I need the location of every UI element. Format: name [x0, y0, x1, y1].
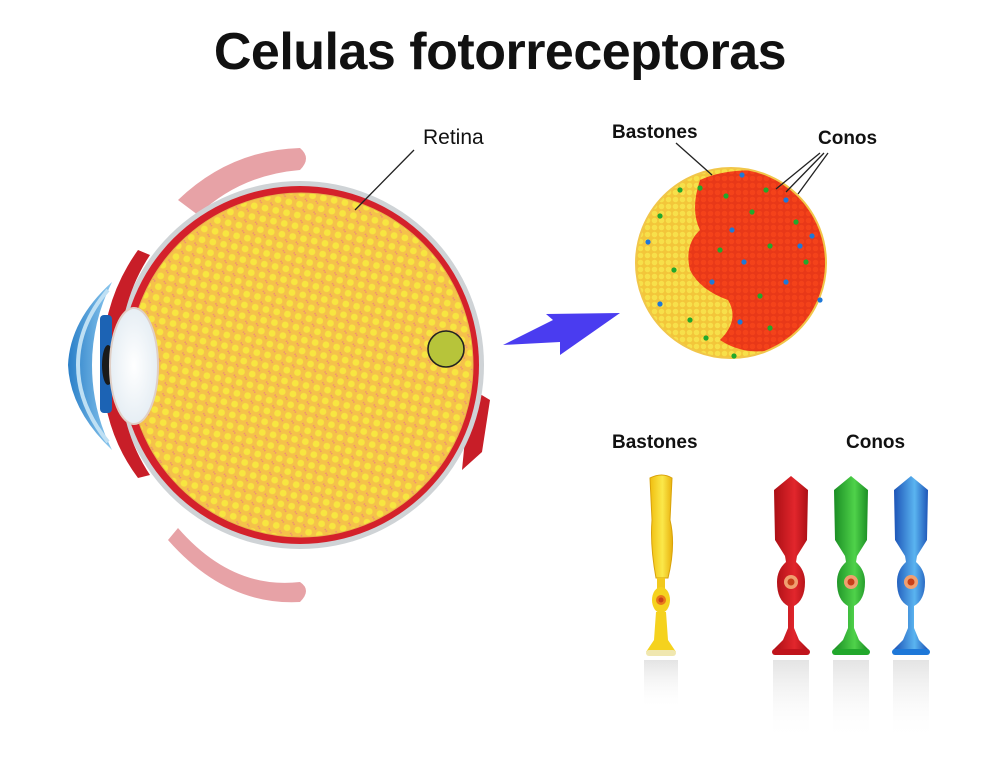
green-cone-cell — [832, 476, 870, 740]
cone-dot — [657, 213, 663, 219]
cone-dot — [749, 209, 755, 215]
cone-dot — [731, 353, 737, 359]
cone-dot — [797, 243, 803, 249]
cone-dot — [767, 243, 773, 249]
macula-highlight — [427, 330, 465, 368]
red-cone-cell — [772, 476, 810, 740]
cones-leader-line-2 — [785, 152, 825, 193]
cone-dot — [717, 247, 723, 253]
cone-dot — [729, 227, 735, 233]
rods-label-detail: Bastones — [612, 122, 698, 143]
cone-dot — [677, 187, 683, 193]
cone-cells — [772, 476, 930, 740]
eyeball — [68, 148, 490, 603]
diagram-title: Celulas fotorreceptoras — [213, 23, 787, 81]
cones-leader-line-3 — [797, 152, 829, 195]
cone-dot — [739, 172, 745, 178]
rods-leader-line — [675, 142, 713, 176]
ciliary-body — [102, 250, 150, 478]
retina-leader-line — [354, 149, 415, 211]
cone-dot — [763, 187, 769, 193]
cone-dot — [687, 317, 693, 323]
retina — [129, 193, 473, 537]
cone-dot — [809, 233, 815, 239]
colored-cone-dots — [645, 172, 823, 359]
cone-region — [688, 170, 825, 352]
cones-label-detail: Conos — [818, 128, 878, 149]
upper-muscle — [178, 148, 306, 215]
cone-dot — [697, 185, 703, 191]
cone-dot — [671, 267, 677, 273]
lens — [109, 307, 159, 425]
cone-dot — [723, 193, 729, 199]
cone-dot — [793, 219, 799, 225]
cone-dot — [803, 259, 809, 265]
cone-dot — [757, 293, 763, 299]
cone-dot — [767, 325, 773, 331]
cone-dot — [737, 319, 743, 325]
cone-dot — [817, 297, 823, 303]
cone-dot — [709, 279, 715, 285]
blue-cone-cell — [892, 476, 930, 740]
rod-cell — [644, 474, 678, 710]
cone-dot — [741, 259, 747, 265]
retina-label: Retina — [423, 126, 484, 149]
cone-dot — [703, 335, 709, 341]
cone-dot — [657, 301, 663, 307]
lower-muscle — [168, 528, 306, 603]
cones-leader-line-1 — [775, 152, 821, 190]
rods-label-cell: Bastones — [612, 432, 698, 453]
cornea — [68, 282, 112, 450]
cone-dot — [783, 279, 789, 285]
magnify-arrow — [503, 313, 620, 355]
retina-detail-circle — [635, 167, 827, 359]
cone-dot — [783, 197, 789, 203]
cones-label-cell: Conos — [846, 432, 906, 453]
cone-dot — [645, 239, 651, 245]
